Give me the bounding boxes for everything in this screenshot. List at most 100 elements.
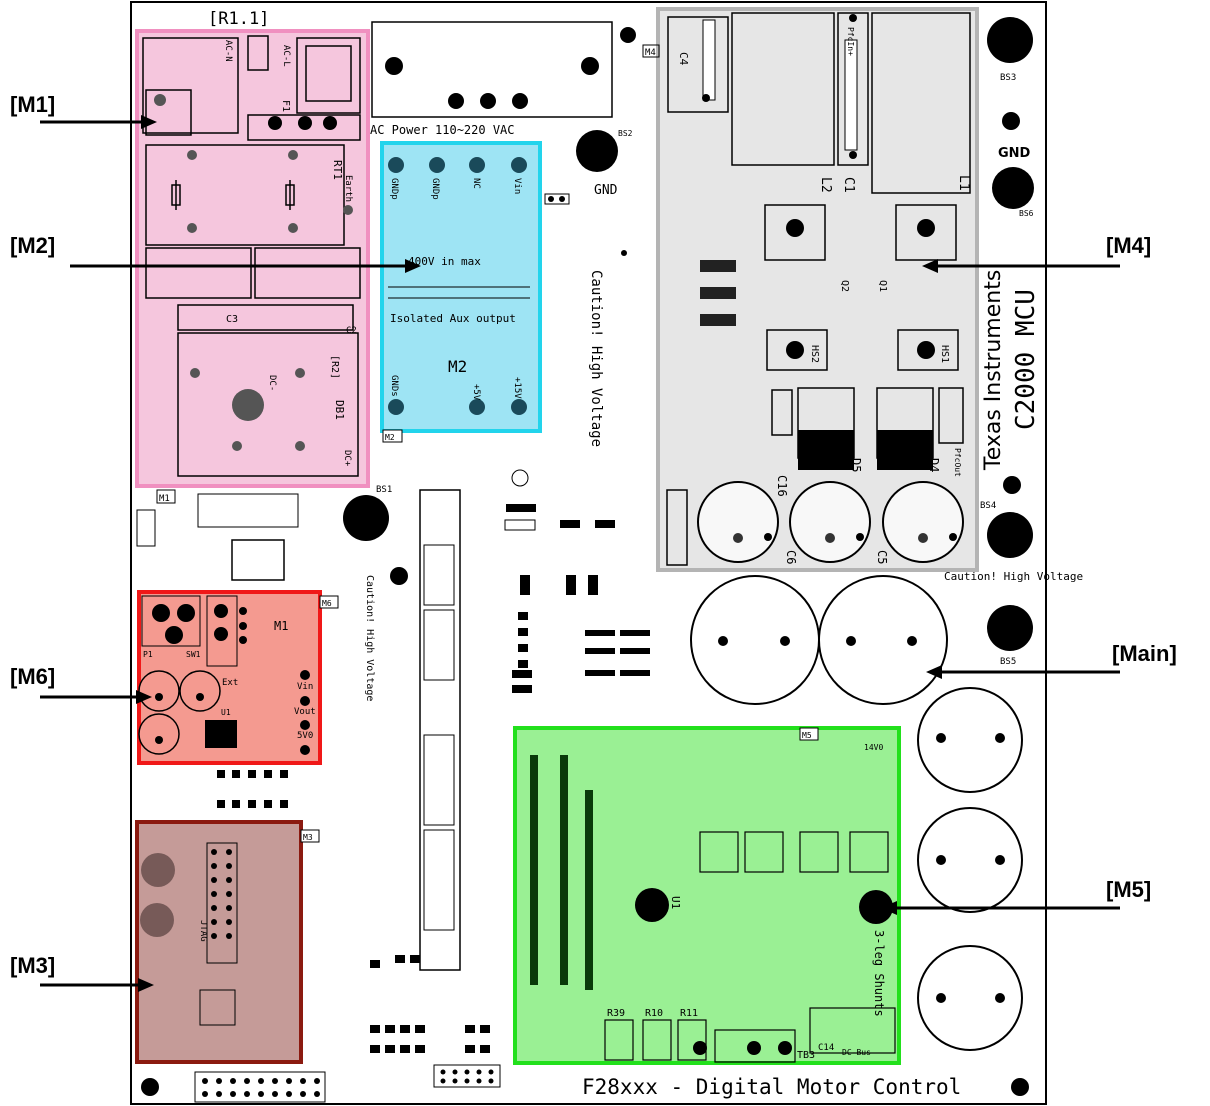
m5-region <box>513 726 901 1065</box>
callout-m2: [M2] <box>10 233 56 258</box>
m4-c5-label: C5 <box>875 550 889 564</box>
m2-tag: M2 <box>385 433 395 442</box>
m3-tag: M3 <box>303 833 313 842</box>
m1-acl-label: AC-L <box>281 45 291 67</box>
m4-d4-label: D4 <box>927 458 941 472</box>
m1-acn-label: AC-N <box>223 40 233 62</box>
m4-tag: M4 <box>645 48 656 58</box>
m6-m1-label: M1 <box>274 619 288 633</box>
bs5-hole <box>987 605 1033 651</box>
bs6-label: BS6 <box>1019 209 1034 218</box>
m5-tag: M5 <box>802 731 812 740</box>
bs4-hole <box>987 512 1033 558</box>
board-title: F28xxx - Digital Motor Control <box>582 1075 961 1099</box>
m2-pins-top <box>388 157 527 173</box>
m2-tag-box <box>382 429 403 443</box>
bs5-label: BS5 <box>1000 657 1016 667</box>
m6-5v0-label: 5V0 <box>297 731 313 741</box>
m1-earth-label: Earth <box>343 175 353 202</box>
u6-chip <box>231 539 285 581</box>
m4-d5-label: D5 <box>849 458 863 472</box>
m1-dcplus-label: DC+ <box>342 450 352 467</box>
bs3-label: BS3 <box>1000 73 1016 83</box>
m5-shunts-dot <box>859 890 893 924</box>
board-revision: [R1.1] <box>208 9 269 29</box>
m5-tag-box <box>799 727 819 741</box>
m6-vin-label: Vin <box>297 682 313 692</box>
m2-pins-bottom <box>388 399 527 415</box>
m2-pin-vin: Vin <box>512 178 522 194</box>
callout-arrows <box>40 115 1120 992</box>
m6-sw1-label: SW1 <box>186 650 201 659</box>
m4-q2-label: Q2 <box>839 280 850 292</box>
m2-max-label: 400V in max <box>408 255 481 268</box>
m7-block <box>197 493 299 528</box>
h1-header <box>433 1064 501 1088</box>
m4-components <box>666 12 971 566</box>
m6-tag-box <box>319 595 339 609</box>
vendor-label: Texas Instruments <box>981 270 1006 471</box>
m5-dcbus-label: DC-Bus <box>842 1048 871 1057</box>
m3-tag-box <box>300 829 320 843</box>
callout-m6: [M6] <box>10 664 56 689</box>
m6-c6-cap <box>179 670 221 712</box>
m2-pin-5v: +5V <box>471 384 481 401</box>
main-c6-cap <box>690 575 820 705</box>
m1-db1-label: DB1 <box>333 400 346 420</box>
m2-pin-gnds: GNDs <box>389 375 399 397</box>
m6-vout-label: Vout <box>294 707 316 717</box>
m4-pfcin-label: PfcIn+ <box>846 27 855 56</box>
bs2-hole <box>576 130 618 172</box>
m1-dcminus-label: DC- <box>267 375 277 391</box>
m6-c7-cap <box>138 713 180 755</box>
callout-m5: [M5] <box>1106 877 1152 902</box>
m4-l1-label: L1 <box>956 175 971 191</box>
m4-pfcout-label: PfcOut <box>953 448 962 477</box>
callout-m4: [M4] <box>1106 233 1152 258</box>
m4-c16-cap <box>789 481 871 563</box>
gnd-label-2: GND <box>998 146 1031 161</box>
m2-aux-label: Isolated Aux output <box>390 312 516 325</box>
main-c19-cap <box>917 807 1023 913</box>
m4-c16-label: C16 <box>775 475 789 497</box>
m4-hs2-label: HS2 <box>809 345 820 363</box>
callout-main: [Main] <box>1112 641 1177 666</box>
m3-jtag-label: JTAG <box>198 920 208 942</box>
h2-header <box>194 1071 326 1103</box>
ac-power-label: AC Power 110~220 VAC <box>370 123 515 137</box>
caution-hv-right-1: Caution! High Voltage <box>944 570 1083 583</box>
m2-pin-15v: +15V <box>512 377 522 399</box>
m6-tag: M6 <box>322 599 332 608</box>
m1-tag-box <box>156 489 176 504</box>
m1-c3-label: C3 <box>226 314 238 325</box>
m2-title: M2 <box>448 357 467 376</box>
m2-pin-gndp-2: GNDp <box>430 178 440 200</box>
m4-q1-label: Q1 <box>877 280 888 292</box>
m1-c2-label: C2 <box>346 326 357 336</box>
m6-c5-cap <box>138 670 180 712</box>
mcu-label: C2000 MCU <box>1011 289 1041 430</box>
m1-rt1-label: RT1 <box>331 160 344 180</box>
callout-m1: [M1] <box>10 92 56 117</box>
m1-db1-center <box>232 389 264 421</box>
bs3-hole <box>987 17 1033 63</box>
m1-components <box>142 35 361 477</box>
m5-u1-label: U1 <box>669 896 682 909</box>
bs4-label: BS4 <box>980 501 996 511</box>
bs2-label: BS2 <box>618 129 633 138</box>
m1-f1-label: F1 <box>280 100 291 112</box>
caution-hv-vertical-2: Caution! High Voltage <box>364 575 375 701</box>
main-c8-cap <box>917 687 1023 793</box>
m5-c14-label: C14 <box>818 1043 834 1053</box>
m4-c5-cap <box>882 481 964 563</box>
m4-c1-label: C1 <box>841 177 856 193</box>
bs1-hole <box>343 495 389 541</box>
callout-m3: [M3] <box>10 953 56 978</box>
m5-r39-label: R39 <box>607 1008 625 1019</box>
m6-ext-label: Ext <box>222 678 238 688</box>
m2-pin-nc: NC <box>471 178 481 189</box>
m6-p1-label: P1 <box>143 650 153 659</box>
m5-shunts-label: 3-leg Shunts <box>872 930 886 1017</box>
bs1-label: BS1 <box>376 485 392 495</box>
